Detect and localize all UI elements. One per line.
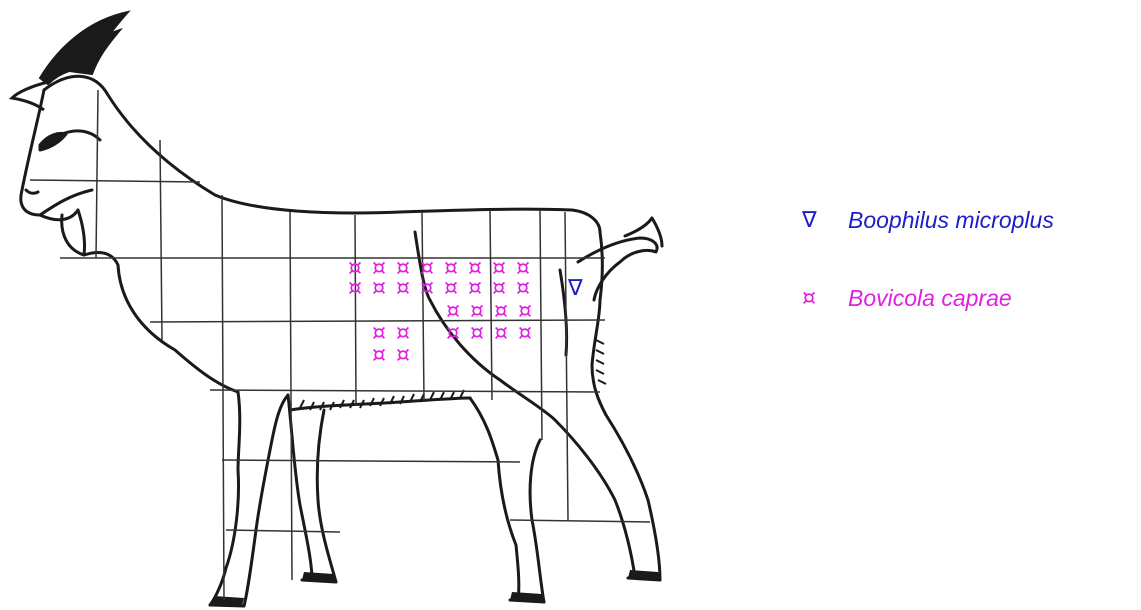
species-legend: ∇ Boophilus microplus ¤ Bovicola caprae: [802, 200, 1054, 318]
bovicola-caprae-marker: ¤: [470, 321, 484, 346]
legend-item-bovicola: ¤ Bovicola caprae: [802, 278, 1054, 318]
bovicola-caprae-marker: ¤: [446, 321, 460, 346]
bovicola-caprae-marker: ¤: [348, 276, 362, 301]
legend-label-bovicola: Bovicola caprae: [848, 285, 1012, 312]
bovicola-caprae-marker: ¤: [518, 321, 532, 346]
bovicola-caprae-marker: ¤: [468, 276, 482, 301]
bovicola-caprae-marker: ¤: [372, 343, 386, 368]
bovicola-caprae-marker: ¤: [494, 321, 508, 346]
bovicola-caprae-marker: ¤: [420, 276, 434, 301]
bovicola-caprae-markers: ¤¤¤¤¤¤¤¤¤¤¤¤¤¤¤¤¤¤¤¤¤¤¤¤¤¤¤¤: [348, 256, 532, 368]
currency-sign-symbol-icon: ¤: [802, 286, 848, 311]
goat-horns: [40, 12, 128, 84]
bovicola-caprae-marker: ¤: [516, 276, 530, 301]
legend-label-boophilus: Boophilus microplus: [848, 207, 1054, 234]
bovicola-caprae-marker: ¤: [396, 343, 410, 368]
goat-hooves: [210, 570, 660, 606]
legend-item-boophilus: ∇ Boophilus microplus: [802, 200, 1054, 240]
boophilus-microplus-marker: ∇: [567, 276, 583, 301]
body-region-grid: [30, 90, 650, 600]
bovicola-caprae-marker: ¤: [396, 276, 410, 301]
triangle-down-symbol-icon: ∇: [802, 208, 848, 233]
bovicola-caprae-marker: ¤: [492, 276, 506, 301]
bovicola-caprae-marker: ¤: [372, 276, 386, 301]
bovicola-caprae-marker: ¤: [444, 276, 458, 301]
boophilus-microplus-markers: ∇: [567, 276, 583, 301]
